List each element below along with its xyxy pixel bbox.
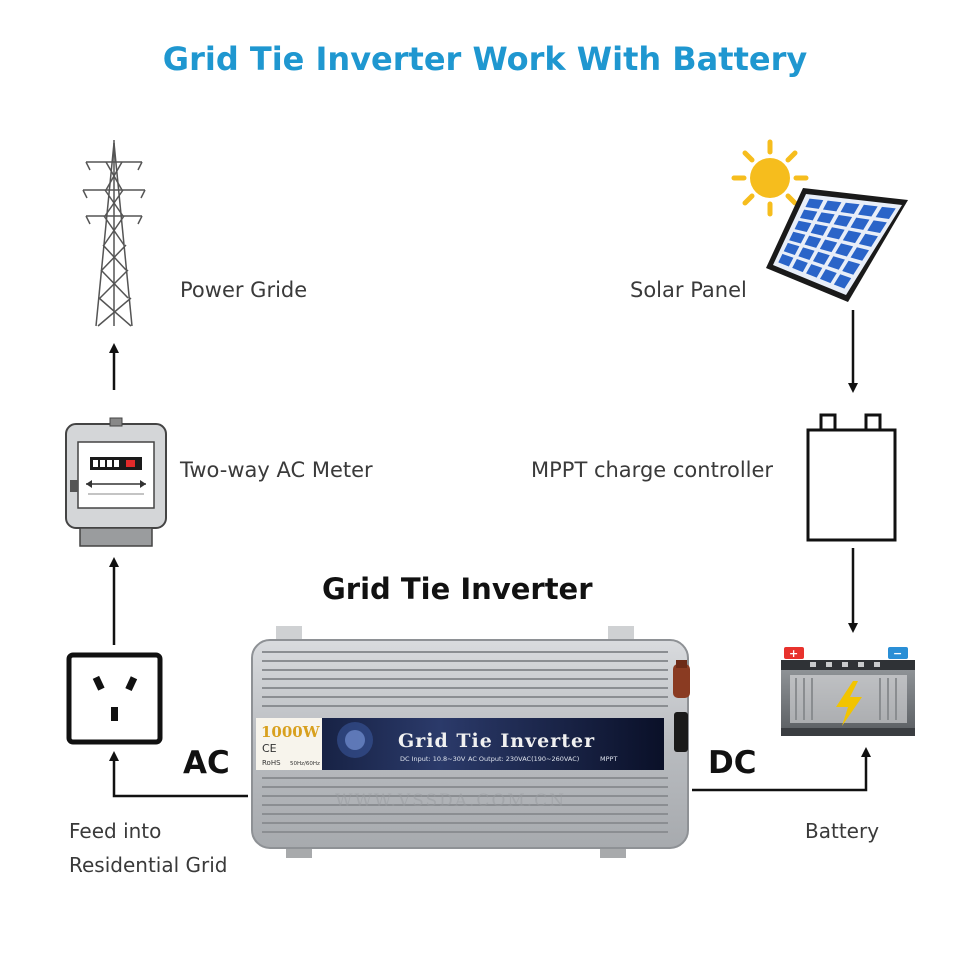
solar-cell bbox=[804, 235, 822, 248]
solar-cell bbox=[794, 220, 812, 232]
solar-cell bbox=[842, 260, 861, 275]
solar-cell bbox=[798, 247, 815, 260]
solar-panel-icon bbox=[766, 188, 908, 302]
solar-cell bbox=[789, 231, 806, 244]
solar-cell bbox=[819, 239, 838, 253]
battery-icon bbox=[781, 647, 915, 736]
inverter-rohs-mark: RoHS bbox=[262, 759, 281, 767]
inverter-frequency: 50Hz/60Hz bbox=[290, 761, 320, 767]
solar-cell bbox=[826, 227, 845, 240]
ac-label: AC bbox=[183, 745, 230, 781]
inverter-heading: Grid Tie Inverter bbox=[322, 572, 593, 606]
solar-cell bbox=[842, 230, 862, 244]
solar-cell bbox=[816, 212, 835, 224]
battery-minus-sign: − bbox=[893, 647, 902, 660]
charge-controller-icon bbox=[806, 413, 897, 542]
battery-label: Battery bbox=[805, 819, 880, 843]
solar-cell bbox=[867, 220, 887, 233]
wall-socket-icon bbox=[66, 652, 163, 745]
inverter-dc-input: DC Input: 10.8~30V bbox=[400, 755, 466, 763]
dc-label: DC bbox=[708, 745, 757, 781]
solar-cell bbox=[850, 247, 870, 261]
solar-cell bbox=[840, 202, 860, 214]
solar-cell bbox=[778, 253, 794, 267]
sun-icon bbox=[731, 139, 809, 217]
solar-panel-label: Solar Panel bbox=[630, 278, 747, 302]
residential-grid-label: Residential Grid bbox=[69, 853, 228, 877]
inverter-label-text: Grid Tie Inverter bbox=[398, 730, 595, 752]
solar-cell bbox=[812, 251, 830, 265]
solar-cell bbox=[806, 264, 823, 278]
solar-cell bbox=[827, 256, 845, 270]
arrow-inverter-to-socket bbox=[109, 751, 248, 798]
solar-cell bbox=[819, 269, 837, 284]
arrow-inverter-to-battery bbox=[692, 747, 871, 792]
power-grid-label: Power Gride bbox=[180, 278, 308, 302]
solar-cell bbox=[810, 223, 828, 236]
feed-into-label: Feed into bbox=[69, 819, 162, 843]
solar-cell bbox=[833, 214, 853, 227]
solar-cell bbox=[875, 206, 896, 220]
inverter-ce-mark: CE bbox=[262, 742, 277, 755]
solar-cell bbox=[792, 259, 808, 273]
meter-label: Two-way AC Meter bbox=[180, 458, 373, 482]
solar-cell bbox=[799, 209, 818, 221]
controller-label: MPPT charge controller bbox=[531, 458, 774, 482]
solar-cell bbox=[833, 274, 852, 289]
solar-cell bbox=[783, 242, 800, 256]
diagram-title: Grid Tie Inverter Work With Battery bbox=[162, 40, 808, 78]
solar-cell bbox=[835, 243, 854, 257]
inverter-power-rating: 1000W bbox=[261, 723, 321, 741]
power-tower-icon bbox=[82, 140, 146, 327]
solar-cell bbox=[822, 200, 842, 212]
inverter-device-icon bbox=[251, 626, 690, 858]
inverter-ac-output: AC Output: 230VAC(190~260VAC) bbox=[468, 755, 579, 763]
ac-meter-icon bbox=[65, 417, 167, 547]
solar-cell bbox=[850, 217, 870, 230]
battery-plus-sign: + bbox=[789, 647, 798, 660]
flow-arrows bbox=[109, 310, 871, 798]
solar-cell bbox=[805, 198, 824, 209]
solar-cell bbox=[858, 204, 878, 217]
inverter-watermark: WWW.VSSDA.COM.CN bbox=[335, 791, 566, 811]
inverter-mppt: MPPT bbox=[600, 755, 617, 763]
solar-cell bbox=[858, 233, 878, 247]
